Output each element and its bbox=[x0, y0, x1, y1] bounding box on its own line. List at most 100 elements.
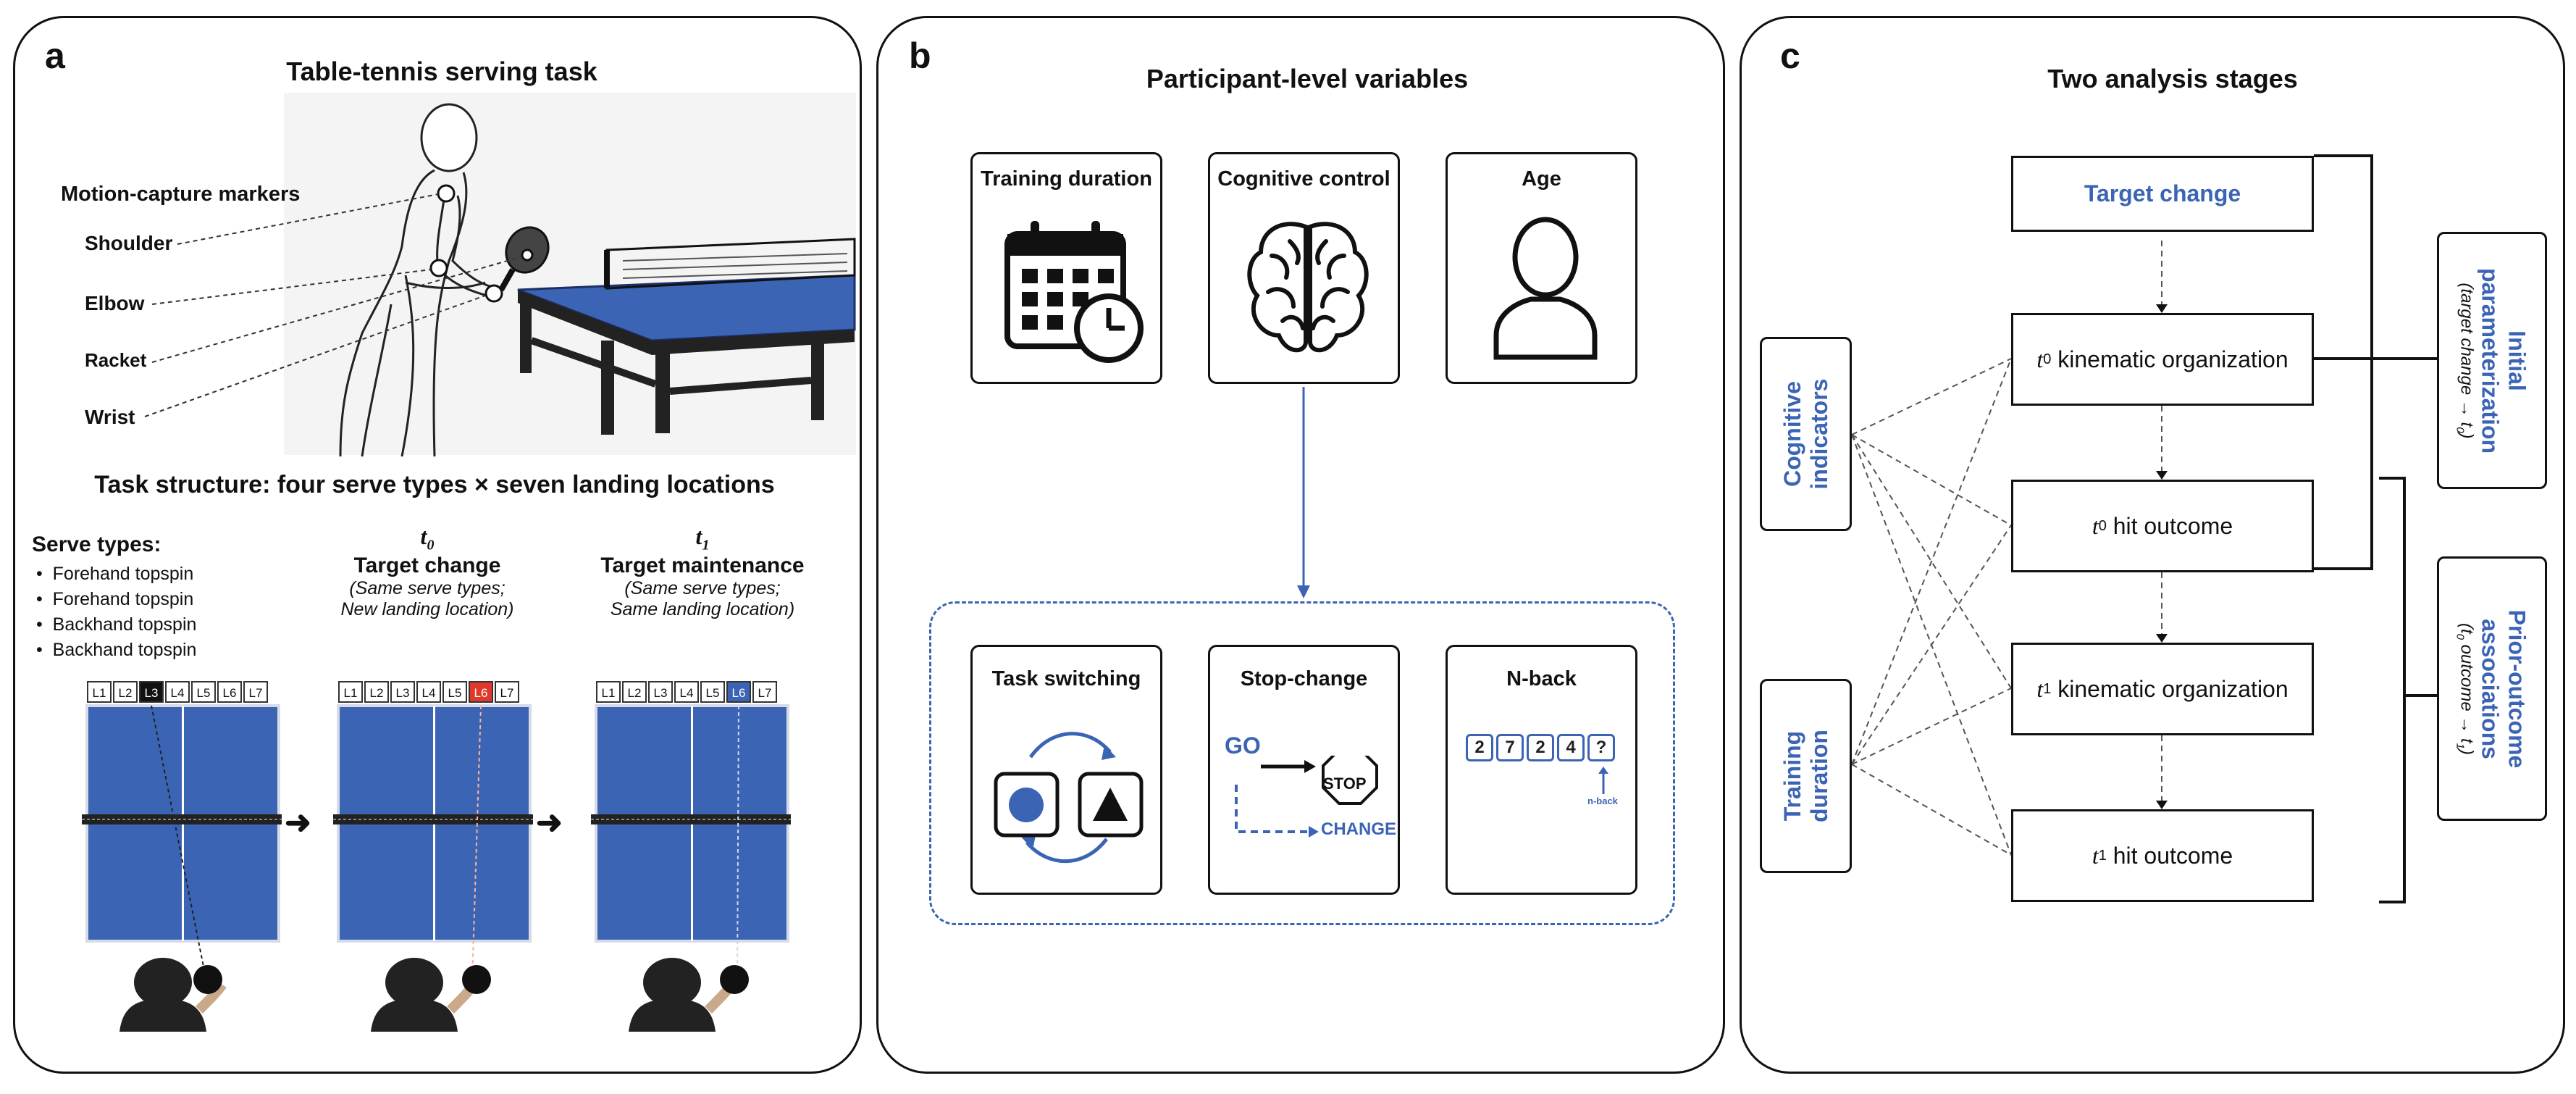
training-duration-factor-box: Training duration bbox=[1760, 679, 1852, 873]
stop-label: STOP bbox=[1323, 774, 1367, 793]
training-duration-title: Training duration bbox=[981, 167, 1152, 191]
n-back-note: n-back bbox=[1587, 796, 1618, 806]
stage-initial-parameterization: Initial parameterization (target change … bbox=[2437, 232, 2547, 489]
landing-location-cell: L4 bbox=[416, 681, 441, 703]
task-switching-title: Task switching bbox=[991, 667, 1141, 690]
landing-location-cell: L5 bbox=[191, 681, 216, 703]
cognitive-to-tasks-arrow bbox=[1297, 387, 1310, 598]
landing-location-cell: L1 bbox=[87, 681, 112, 703]
landing-location-cell: L7 bbox=[495, 681, 519, 703]
marker-shoulder: Shoulder bbox=[85, 232, 173, 254]
n-back-title: N-back bbox=[1506, 667, 1577, 690]
brain-icon bbox=[1247, 222, 1369, 353]
landing-location-cell: L5 bbox=[442, 681, 467, 703]
serve-type-item: • Forehand topspin bbox=[36, 564, 194, 584]
cognitive-control-title: Cognitive control bbox=[1217, 167, 1390, 191]
t1-header: t1 Target maintenance (Same serve types;… bbox=[572, 523, 833, 620]
player-icon bbox=[119, 958, 227, 1032]
stop-change-box: Stop-change GO STOP CHANGE bbox=[1208, 645, 1400, 895]
player-icon bbox=[371, 958, 491, 1032]
task-structure-title: Task structure: four serve types × seven… bbox=[94, 471, 775, 498]
marker-wrist: Wrist bbox=[85, 406, 135, 428]
t1-note-2: Same landing location) bbox=[610, 599, 795, 620]
n-back-digit: 2 bbox=[1466, 734, 1493, 761]
stage-2-label: Prior-outcome associations (t0 outcome →… bbox=[2454, 609, 2530, 768]
age-box: Age bbox=[1446, 152, 1637, 384]
serve-trajectory-line bbox=[737, 705, 739, 982]
serve-type-item: • Backhand topspin bbox=[36, 640, 197, 660]
stop-change-title: Stop-change bbox=[1240, 667, 1368, 690]
landing-location-cell: L1 bbox=[338, 681, 363, 703]
n-back-arrow bbox=[1598, 767, 1608, 794]
training-duration-factor-label: Training duration bbox=[1779, 730, 1832, 822]
serve-type-item: • Backhand topspin bbox=[36, 614, 197, 635]
marker-racket: Racket bbox=[85, 349, 147, 371]
panel-c-label: c bbox=[1780, 36, 1800, 76]
serve-type-item: • Forehand topspin bbox=[36, 589, 194, 609]
stage-1-label: Initial parameterization (target change … bbox=[2454, 267, 2530, 454]
table-top-view bbox=[333, 704, 533, 1032]
panel-b-label: b bbox=[909, 36, 931, 76]
sequence-arrow-icon: ➜ bbox=[536, 805, 563, 840]
n-back-digit: 7 bbox=[1496, 734, 1524, 761]
n-back-digit: 2 bbox=[1527, 734, 1554, 761]
n-back-digit: ? bbox=[1587, 734, 1615, 761]
landing-location-cell: L1 bbox=[596, 681, 621, 703]
t0-title: Target change bbox=[353, 554, 501, 578]
table-top-view bbox=[82, 704, 282, 1032]
t0-note-1: (Same serve types; bbox=[349, 578, 505, 599]
t1-note-1: (Same serve types; bbox=[624, 578, 781, 599]
player-icon bbox=[629, 958, 749, 1032]
t0-note-2: New landing location) bbox=[340, 599, 514, 620]
serve-trajectory-line bbox=[471, 705, 482, 982]
landing-location-cell: L6 bbox=[726, 681, 751, 703]
cognitive-control-box: Cognitive control bbox=[1208, 152, 1400, 384]
landing-location-cell: L2 bbox=[364, 681, 389, 703]
table-tennis-table bbox=[517, 238, 856, 435]
sequence-arrow-icon: ➜ bbox=[285, 805, 311, 840]
stop-change-diagram bbox=[1235, 756, 1378, 838]
cognitive-indicators-label: Cognitive indicators bbox=[1779, 378, 1832, 490]
panel-b-title: Participant-level variables bbox=[1146, 64, 1469, 93]
n-back-digit: 4 bbox=[1557, 734, 1585, 761]
person-icon bbox=[1493, 217, 1598, 360]
serve-trajectory-line bbox=[151, 705, 207, 982]
landing-location-cell: L4 bbox=[674, 681, 699, 703]
cognitive-tasks-container bbox=[929, 601, 1675, 925]
panel-a-title: Table-tennis serving task bbox=[286, 57, 597, 86]
landing-location-cell: L7 bbox=[243, 681, 268, 703]
analysis-connectors bbox=[1851, 154, 2437, 903]
landing-location-cell: L2 bbox=[622, 681, 647, 703]
training-duration-box: Training duration bbox=[970, 152, 1162, 384]
landing-location-cell: L5 bbox=[700, 681, 725, 703]
task-switch-icon bbox=[994, 732, 1144, 864]
landing-location-cell: L7 bbox=[752, 681, 777, 703]
table-top-view bbox=[591, 704, 791, 1032]
serving-illustration bbox=[144, 93, 856, 457]
panel-c-title: Two analysis stages bbox=[2047, 64, 2298, 93]
change-label: CHANGE bbox=[1321, 819, 1397, 839]
landing-location-cell: L6 bbox=[217, 681, 242, 703]
landing-location-cell: L6 bbox=[469, 681, 493, 703]
age-title: Age bbox=[1522, 167, 1561, 191]
landing-location-cell: L4 bbox=[165, 681, 190, 703]
calendar-clock-icon bbox=[1004, 221, 1144, 363]
t0-header: t0 Target change (Same serve types; New … bbox=[311, 523, 543, 620]
flow-target-change: Target change bbox=[2011, 156, 2314, 232]
landing-location-cell: L2 bbox=[113, 681, 138, 703]
marker-elbow: Elbow bbox=[85, 292, 145, 314]
serve-types-list: • Forehand topspin • Forehand topspin • … bbox=[36, 561, 196, 663]
motion-markers bbox=[429, 184, 534, 303]
cognitive-indicators-box: Cognitive indicators bbox=[1760, 337, 1852, 531]
